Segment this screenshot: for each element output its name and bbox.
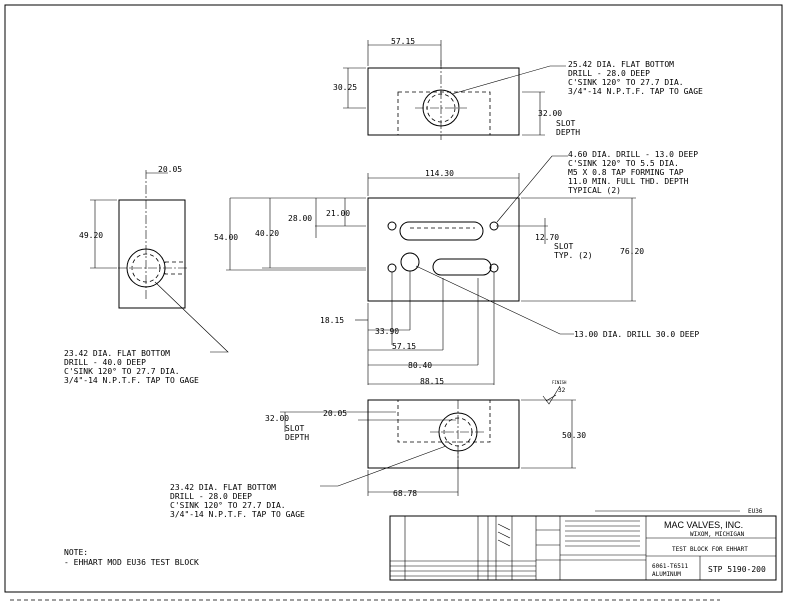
- left-note-line3: C'SINK 120° TO 27.7 DIA.: [64, 367, 180, 376]
- sheet-border: [4, 4, 783, 593]
- front-tap-note-3: M5 X 0.8 TAP FORMING TAP: [568, 168, 684, 177]
- dim-front-8040: 80.40: [408, 361, 432, 370]
- dim-left-top: 20.05: [158, 165, 182, 174]
- dim-bottom-6878: 68.78: [393, 489, 417, 498]
- front-tap-note-4: 11.0 MIN. FULL THD. DEPTH: [568, 177, 689, 186]
- top-depth-label: DEPTH: [556, 128, 580, 137]
- dim-bottom-2005: 20.05: [323, 409, 347, 418]
- dim-left-side: 49.20: [79, 231, 103, 240]
- title-block: EU36 MAC VALVES, INC. WIXOM, MIC: [389, 508, 777, 581]
- front-drill-note: 13.00 DIA. DRILL 30.0 DEEP: [574, 330, 699, 339]
- bottom-slot-label: SLOT: [285, 424, 304, 433]
- notes-heading: NOTE:: [64, 548, 88, 557]
- dim-front-top: 114.30: [425, 169, 454, 178]
- dim-front-40: 40.20: [255, 229, 279, 238]
- bottom-note-line4: 3/4"-14 N.P.T.F. TAP TO GAGE: [170, 510, 305, 519]
- front-view: 114.30 21.00 28.00 40.20 54.00 12.70 SLO…: [214, 150, 699, 386]
- bottom-note-line2: DRILL - 28.0 DEEP: [170, 492, 252, 501]
- dim-top-height: 30.25: [333, 83, 357, 92]
- bottom-depth-label: DEPTH: [285, 433, 309, 442]
- front-tap-note-1: 4.60 DIA. DRILL - 13.0 DEEP: [568, 150, 698, 159]
- dim-bottom-5030: 50.30: [562, 431, 586, 440]
- front-tap-note-5: TYPICAL (2): [568, 186, 621, 195]
- finish-label: FINISH: [552, 380, 567, 385]
- title-material-1: 6061-T6511: [652, 563, 689, 570]
- front-slot-lower: [432, 258, 492, 276]
- left-view-outline: [118, 199, 186, 309]
- dim-top-width: 57.15: [391, 37, 415, 46]
- front-slot-upper: [399, 221, 484, 241]
- top-view: 57.15 30.25 32.00 SLOT DEPTH 25.42 DIA. …: [333, 37, 703, 140]
- top-note-line1: 25.42 DIA. FLAT BOTTOM: [568, 60, 674, 69]
- dim-top-slot: 32.00: [538, 109, 562, 118]
- dim-front-1270: 12.70: [535, 233, 559, 242]
- top-note-line3: C'SINK 120° TO 27.7 DIA.: [568, 78, 684, 87]
- top-note-line4: 3/4"-14 N.P.T.F. TAP TO GAGE: [568, 87, 703, 96]
- bottom-view: 32.00 SLOT DEPTH 20.05 50.30 68.78 FINIS…: [170, 380, 586, 519]
- drawing-notes: NOTE: - EHHART MOD EU36 TEST BLOCK: [64, 548, 199, 567]
- left-note-line2: DRILL - 40.0 DEEP: [64, 358, 146, 367]
- front-tap-hole-3: [387, 263, 397, 273]
- dim-front-1815: 18.15: [320, 316, 344, 325]
- bottom-view-outline: [367, 399, 520, 469]
- title-location: WIXOM, MICHIGAN: [690, 531, 745, 538]
- finish-value: 32: [558, 387, 566, 394]
- dim-front-8815: 88.15: [420, 377, 444, 386]
- front-drill-hole: [400, 252, 420, 272]
- title-material-2: ALUMINUM: [652, 571, 681, 578]
- left-note-line4: 3/4"-14 N.P.T.F. TAP TO GAGE: [64, 376, 199, 385]
- left-note-line1: 23.42 DIA. FLAT BOTTOM: [64, 349, 170, 358]
- front-view-outline: [367, 197, 520, 302]
- left-view: 20.05 49.20 23.42 DIA. FLAT BOTTOM DRILL…: [64, 165, 229, 385]
- dim-bottom-32: 32.00: [265, 414, 289, 423]
- title-part-number: STP 5190-200: [708, 565, 766, 574]
- dim-front-21: 21.00: [326, 209, 350, 218]
- dim-front-3390: 33.90: [375, 327, 399, 336]
- dim-front-7620: 76.20: [620, 247, 644, 256]
- front-tap-note-2: C'SINK 120° TO 5.5 DIA.: [568, 159, 679, 168]
- notes-item-1: - EHHART MOD EU36 TEST BLOCK: [64, 558, 199, 567]
- dim-front-54: 54.00: [214, 233, 238, 242]
- title-part-ref: EU36: [748, 508, 763, 515]
- front-tap-hole-1: [387, 221, 397, 231]
- top-slot-label: SLOT: [556, 119, 575, 128]
- dim-front-28: 28.00: [288, 214, 312, 223]
- top-note-line2: DRILL - 28.0 DEEP: [568, 69, 650, 78]
- dim-front-5715: 57.15: [392, 342, 416, 351]
- front-slot-typ: TYP. (2): [554, 251, 593, 260]
- front-slot-label: SLOT: [554, 242, 573, 251]
- bottom-view-slot: [397, 399, 491, 443]
- title-company: MAC VALVES, INC.: [664, 520, 743, 530]
- top-view-slot: [397, 91, 491, 136]
- top-view-outline: [367, 67, 520, 136]
- bottom-note-line1: 23.42 DIA. FLAT BOTTOM: [170, 483, 276, 492]
- title-description: TEST BLOCK FOR EHHART: [672, 546, 748, 553]
- bottom-note-line3: C'SINK 120° TO 27.7 DIA.: [170, 501, 286, 510]
